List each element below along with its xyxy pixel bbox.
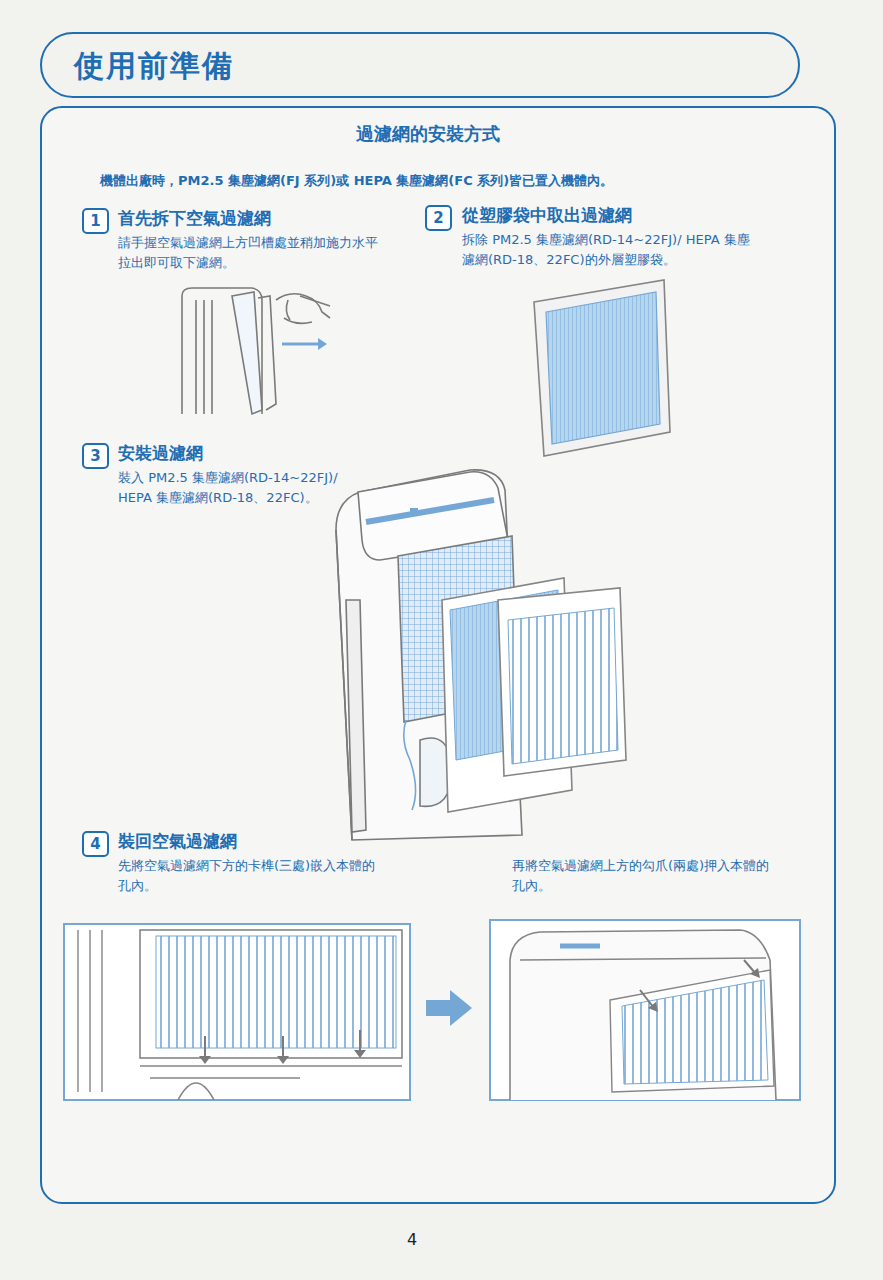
- step-body: 再將空氣過濾網上方的勾爪(兩處)押入本體的孔內。: [512, 856, 782, 896]
- step-heading: 裝回空氣過濾網: [118, 828, 418, 854]
- step-heading: 首先拆下空氣過濾網: [118, 205, 418, 231]
- number-text: 3: [84, 445, 107, 467]
- step-body: 先將空氣過濾網下方的卡榫(三處)嵌入本體的孔內。: [118, 856, 388, 896]
- number-text: 2: [427, 207, 450, 229]
- step-number: 3: [82, 443, 109, 469]
- section-header: 使用前準備: [40, 32, 800, 98]
- step-number: 4: [82, 831, 109, 857]
- step-body: 拆除 PM2.5 集塵濾網(RD-14~22FJ)/ HEPA 集塵濾網(RD-…: [462, 230, 762, 270]
- step-heading: 安裝過濾網: [118, 440, 378, 466]
- content-panel: 過濾網的安裝方式機體出廠時，PM2.5 集塵濾網(FJ 系列)或 HEPA 集塵…: [40, 106, 836, 1204]
- intro-text: 機體出廠時，PM2.5 集塵濾網(FJ 系列)或 HEPA 集塵濾網(FC 系列…: [100, 172, 820, 190]
- step-body: 裝入 PM2.5 集塵濾網(RD-14~22FJ)/ HEPA 集塵濾網(RD-…: [118, 468, 348, 508]
- header-text: 使用前準備: [74, 46, 234, 87]
- step-number: 2: [425, 205, 452, 231]
- number-text: 4: [84, 833, 107, 855]
- step-heading: 從塑膠袋中取出過濾網: [462, 202, 782, 228]
- page-number: 4: [392, 1228, 432, 1253]
- step-number: 1: [82, 208, 109, 234]
- step-body: 請手握空氣過濾網上方凹槽處並稍加施力水平拉出即可取下濾網。: [118, 233, 380, 273]
- number-text: 1: [84, 210, 107, 232]
- title-text: 過濾網的安裝方式: [42, 122, 834, 146]
